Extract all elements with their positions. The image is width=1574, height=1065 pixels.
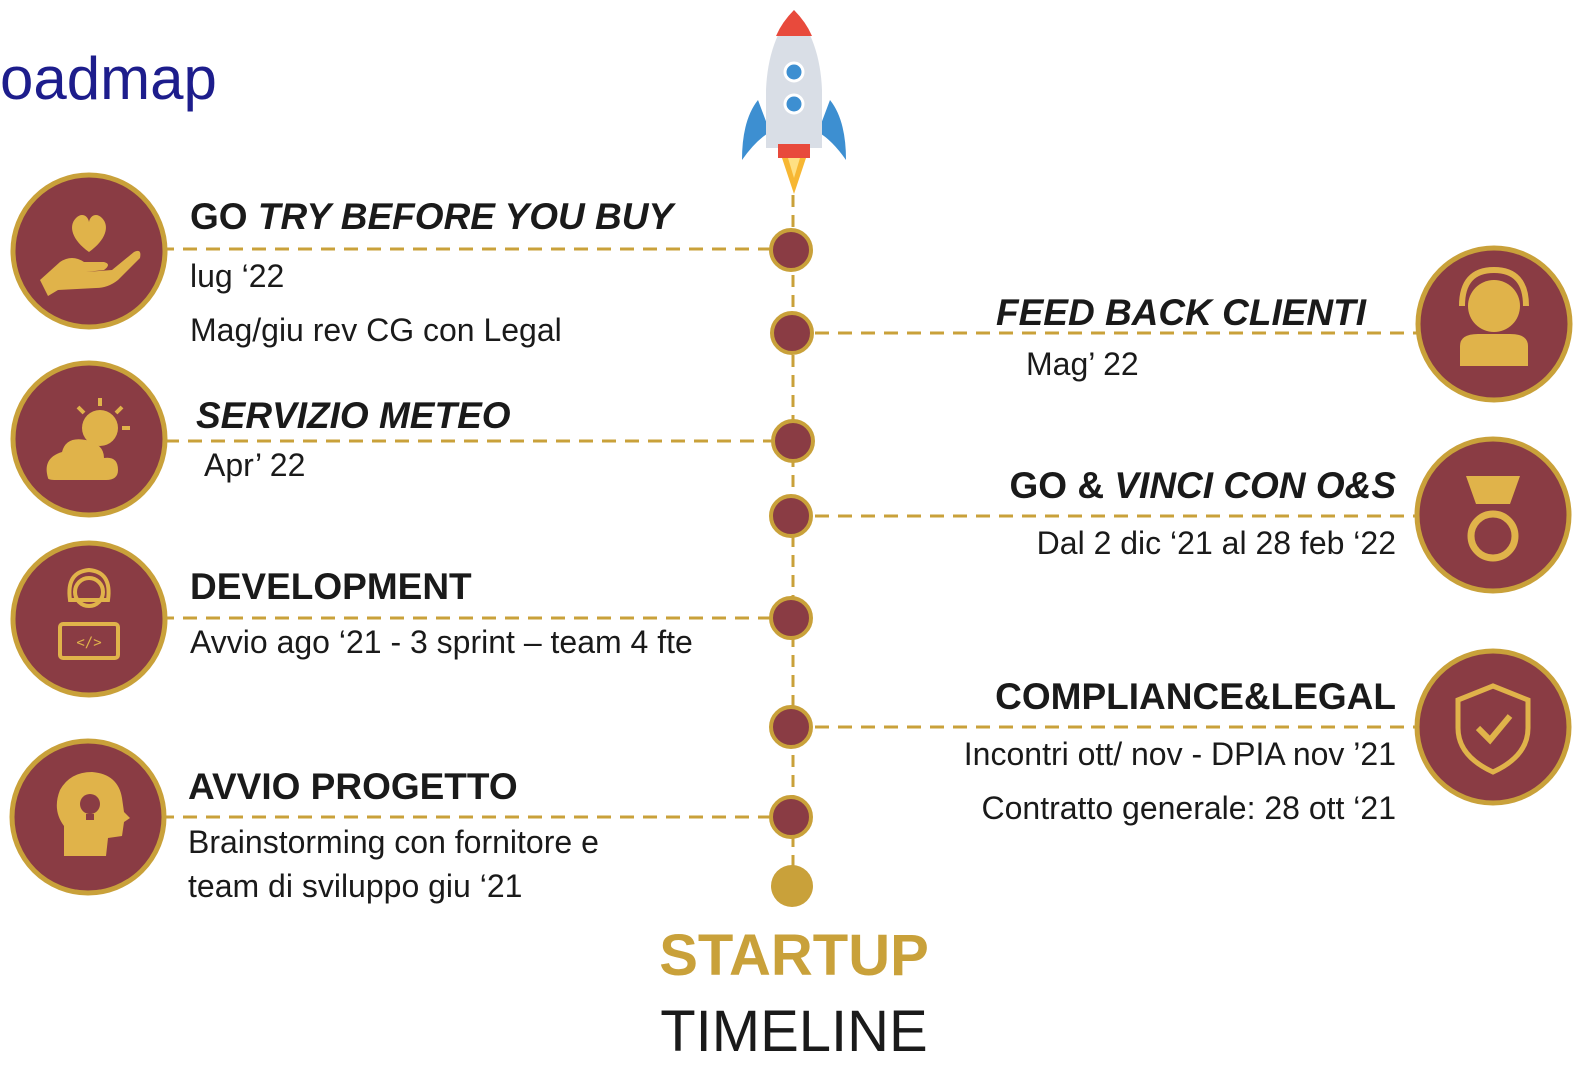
milestone-6-heading-plain: COMPLIANCE&LEGAL [995,676,1396,717]
rocket-icon [742,10,846,194]
medal-icon [1414,436,1572,594]
head-lightbulb-icon [9,738,167,896]
milestone-6-line-2: Contratto generale: 28 ott ‘21 [981,790,1397,826]
hand-heart-icon [10,172,168,330]
timeline-node-5 [769,596,813,640]
sun-cloud-icon [10,360,168,518]
milestone-1-line-1: lug ‘22 [190,258,285,294]
milestone-1-heading-italic: TRY BEFORE YOU BUY [257,196,674,237]
shield-check-icon [1414,648,1572,806]
milestone-2-line-1: Mag’ 22 [1026,346,1139,382]
milestone-6-heading: COMPLIANCE&LEGAL [995,676,1396,718]
milestone-1-heading: GO TRY BEFORE YOU BUY [190,196,673,238]
timeline-start-node [771,865,813,907]
milestone-7-heading-plain: AVVIO PROGETTO [188,766,518,807]
timeline-node-7 [769,795,813,839]
milestone-4-heading-plain: GO & [1009,465,1115,506]
timeline-node-1 [769,228,813,272]
milestone-5-line-1: Avvio ago ‘21 - 3 sprint – team 4 fte [190,624,693,660]
milestone-2-heading-italic: FEED BACK CLIENTI [996,292,1366,333]
milestone-3-heading-italic: SERVIZIO METEO [196,395,511,436]
milestone-3-line-1: Apr’ 22 [204,447,306,483]
milestone-4-heading-italic: VINCI CON O&S [1114,465,1396,506]
milestone-4-heading: GO & VINCI CON O&S [1010,465,1396,507]
slide-title: oadmap [0,45,217,112]
milestone-4-line-1: Dal 2 dic ‘21 al 28 feb ‘22 [1036,525,1396,561]
milestone-1-line-2: Mag/giu rev CG con Legal [190,312,562,348]
milestone-7-heading: AVVIO PROGETTO [188,766,518,808]
milestone-3-heading: SERVIZIO METEO [196,395,511,437]
developer-laptop-icon: </> [10,540,168,698]
milestone-5-heading-plain: DEVELOPMENT [190,566,472,607]
milestone-2-heading: FEED BACK CLIENTI [996,292,1366,334]
svg-text:</>: </> [76,635,101,651]
startup-label: STARTUP [659,923,929,988]
milestone-7-line-2: team di sviluppo giu ‘21 [188,868,523,904]
timeline-node-3 [771,419,815,463]
milestone-6-line-1: Incontri ott/ nov - DPIA nov ’21 [963,736,1396,772]
timeline-node-6 [769,705,813,749]
timeline-node-4 [769,494,813,538]
timeline-node-2 [770,311,814,355]
timeline-label: TIMELINE [660,999,928,1064]
headset-person-icon [1415,245,1573,403]
milestone-1-heading-plain: GO [190,196,258,237]
milestone-7-line-1: Brainstorming con fornitore e [188,824,599,860]
milestone-5-heading: DEVELOPMENT [190,566,472,608]
